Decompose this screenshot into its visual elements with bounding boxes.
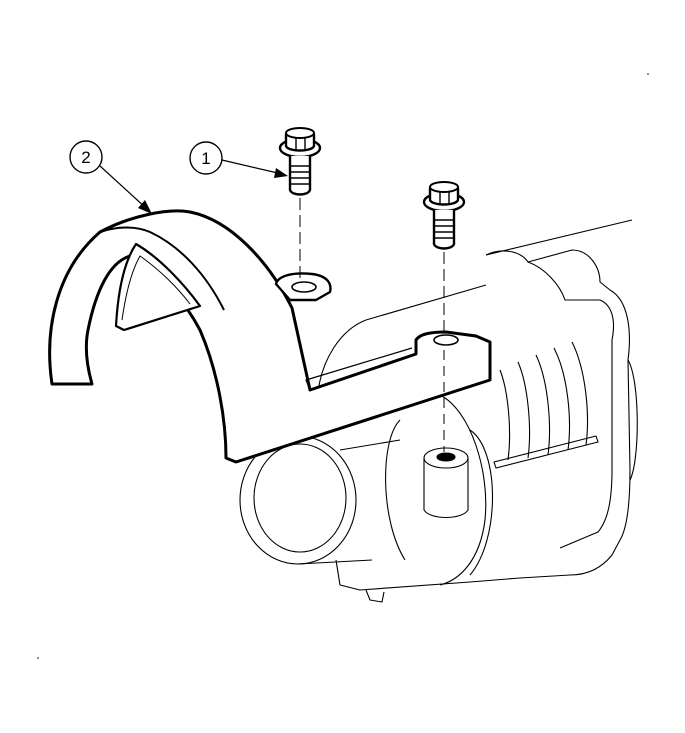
bracket-upper-hole xyxy=(291,281,317,293)
bolt-left xyxy=(278,127,322,282)
bolt-right-hex-edge xyxy=(439,191,450,204)
bolt-right-head-top xyxy=(429,181,459,193)
bracket-window xyxy=(114,242,202,332)
bolt-left-shank xyxy=(288,156,312,196)
pipe-bottom-line xyxy=(297,559,373,565)
callout-2-circle xyxy=(69,140,103,174)
scan-dot xyxy=(647,73,649,75)
housing-ring-face xyxy=(439,394,487,586)
scan-dot xyxy=(37,657,39,659)
bolt-right-shank xyxy=(432,210,456,250)
bolt-left-head-top xyxy=(285,127,315,139)
callout-2: 2 xyxy=(69,140,152,214)
housing-boss-side xyxy=(423,458,469,519)
callout-1-arrowhead xyxy=(274,168,288,178)
bolt-right-threads xyxy=(435,219,453,239)
housing-ring-mid xyxy=(469,429,494,576)
bolt-right xyxy=(422,181,466,452)
housing-ring-outer xyxy=(385,419,406,561)
housing-flange-outline xyxy=(335,249,631,591)
housing-rib-5 xyxy=(571,341,588,446)
housing-rib-2 xyxy=(517,361,531,459)
heat-shield-bracket xyxy=(48,209,492,464)
pipe-top-line xyxy=(485,219,633,256)
housing-rib-3 xyxy=(535,354,551,456)
bolt-left-hex-edge xyxy=(295,137,306,150)
callout-1: 1 xyxy=(189,141,288,178)
bracket-window-inner xyxy=(121,255,191,321)
pipe-upper-line xyxy=(365,284,487,321)
housing-right-edge xyxy=(627,359,638,481)
housing-body-curve xyxy=(317,319,367,393)
pipe-housing xyxy=(239,219,638,603)
housing-rib-4 xyxy=(553,347,570,451)
callout-1-leader xyxy=(221,159,283,175)
pipe-opening-inner xyxy=(253,443,347,553)
bracket-inner-edge xyxy=(99,226,225,311)
housing-flange-inner xyxy=(527,261,615,549)
pipe-mid-line xyxy=(339,439,401,451)
callout-2-leader xyxy=(99,165,147,209)
callout-2-label: 2 xyxy=(81,148,90,167)
callout-1-circle xyxy=(189,141,223,175)
callout-2-arrowhead xyxy=(138,200,152,214)
bolt-left-threads xyxy=(291,165,309,185)
housing-boss-hole xyxy=(436,452,456,462)
housing-slot xyxy=(493,435,599,469)
housing-rib-1 xyxy=(499,369,511,461)
bracket-flange-fold xyxy=(305,347,413,391)
housing-bottom-lug xyxy=(365,589,385,603)
bracket-outline xyxy=(48,209,492,464)
callout-1-label: 1 xyxy=(201,149,210,168)
bracket-right-hole xyxy=(433,334,459,346)
